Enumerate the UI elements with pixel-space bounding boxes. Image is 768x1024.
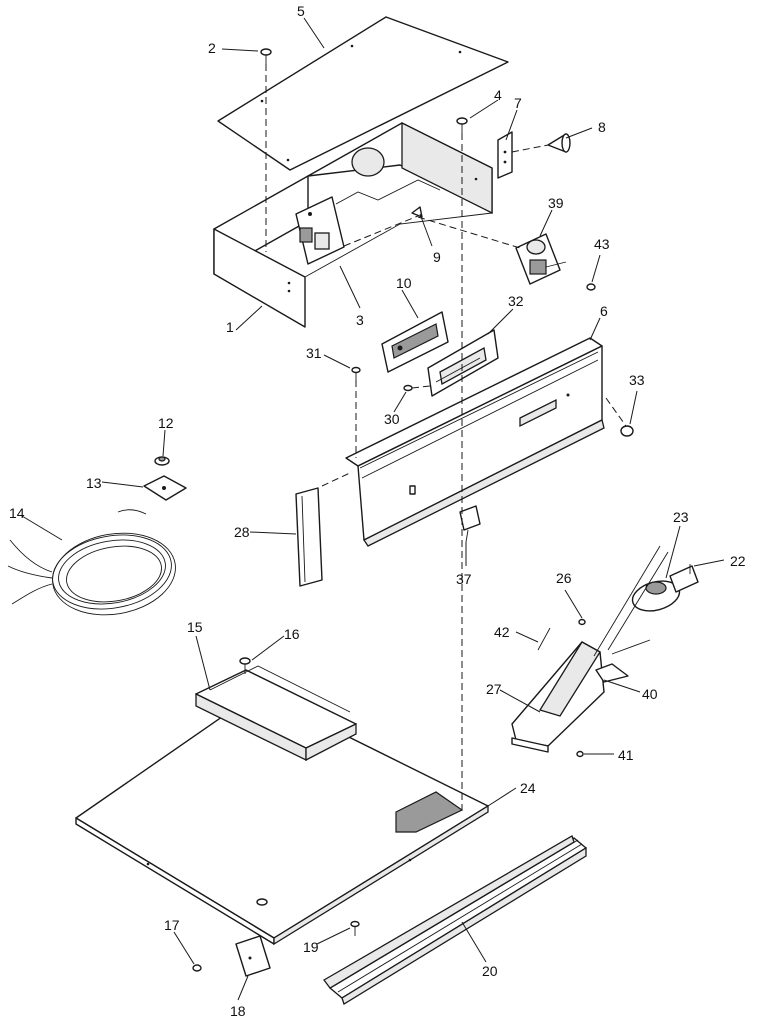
relay-39 bbox=[515, 233, 567, 285]
callout-33: 33 bbox=[629, 372, 645, 388]
control-box-housing bbox=[213, 121, 493, 328]
callout-9: 9 bbox=[433, 249, 441, 265]
circuit-board bbox=[295, 196, 345, 265]
callout-10: 10 bbox=[396, 275, 412, 291]
callout-40: 40 bbox=[642, 686, 658, 702]
callout-4: 4 bbox=[494, 87, 502, 103]
callout-labels: 1 2 3 4 5 6 7 8 9 10 12 13 14 15 16 17 1… bbox=[9, 3, 746, 1019]
screw-30 bbox=[403, 384, 413, 392]
callout-6: 6 bbox=[600, 303, 608, 319]
plate-13 bbox=[143, 475, 187, 501]
screw-19 bbox=[350, 920, 360, 936]
callout-8: 8 bbox=[598, 119, 606, 135]
callout-17: 17 bbox=[164, 917, 180, 933]
end-cap-28 bbox=[295, 487, 323, 587]
callout-22: 22 bbox=[730, 553, 746, 569]
callout-32: 32 bbox=[508, 293, 524, 309]
clip-9 bbox=[411, 206, 423, 218]
callout-30: 30 bbox=[384, 411, 400, 427]
callout-27: 27 bbox=[486, 681, 502, 697]
callout-1: 1 bbox=[226, 319, 234, 335]
callout-23: 23 bbox=[673, 509, 689, 525]
knob-33 bbox=[620, 425, 634, 437]
callout-3: 3 bbox=[356, 312, 364, 328]
screw-41 bbox=[576, 750, 584, 758]
screw-31 bbox=[351, 366, 361, 380]
callout-15: 15 bbox=[187, 619, 203, 635]
leader-lines bbox=[21, 17, 725, 1001]
pin-42 bbox=[537, 627, 551, 651]
screw-16 bbox=[239, 657, 251, 674]
bracket-18 bbox=[235, 935, 271, 977]
screw-17 bbox=[192, 964, 202, 972]
board-32 bbox=[427, 329, 499, 397]
bracket-7 bbox=[497, 131, 513, 179]
grommet-12 bbox=[154, 456, 170, 466]
latch-bracket-27 bbox=[511, 641, 605, 753]
callout-13: 13 bbox=[86, 475, 102, 491]
callout-14: 14 bbox=[9, 505, 25, 521]
channel-15 bbox=[195, 665, 357, 762]
motor-23 bbox=[631, 565, 699, 612]
callout-39: 39 bbox=[548, 195, 564, 211]
callout-43: 43 bbox=[594, 236, 610, 252]
screw-4 bbox=[456, 117, 468, 133]
screw-26 bbox=[578, 618, 586, 626]
bottom-plate-24 bbox=[75, 691, 489, 946]
timer-10 bbox=[381, 311, 449, 373]
callout-26: 26 bbox=[556, 570, 572, 586]
callout-7: 7 bbox=[514, 95, 522, 111]
callout-42: 42 bbox=[494, 624, 510, 640]
callout-28: 28 bbox=[234, 524, 250, 540]
switch-37 bbox=[459, 505, 481, 543]
callout-16: 16 bbox=[284, 626, 300, 642]
screw-43 bbox=[586, 283, 596, 291]
link-40 bbox=[593, 545, 669, 683]
power-cord-14 bbox=[7, 509, 176, 616]
callout-41: 41 bbox=[618, 747, 634, 763]
callout-2: 2 bbox=[208, 40, 216, 56]
callout-31: 31 bbox=[306, 345, 322, 361]
callout-24: 24 bbox=[520, 780, 536, 796]
alignment-lines bbox=[265, 64, 627, 810]
callout-37: 37 bbox=[456, 571, 472, 587]
control-panel-6 bbox=[345, 337, 605, 547]
callout-12: 12 bbox=[158, 415, 174, 431]
callout-5: 5 bbox=[297, 3, 305, 19]
callout-20: 20 bbox=[482, 963, 498, 979]
knob-8 bbox=[547, 133, 571, 153]
callout-19: 19 bbox=[303, 939, 319, 955]
callout-18: 18 bbox=[230, 1003, 246, 1019]
screw-2 bbox=[260, 48, 272, 64]
